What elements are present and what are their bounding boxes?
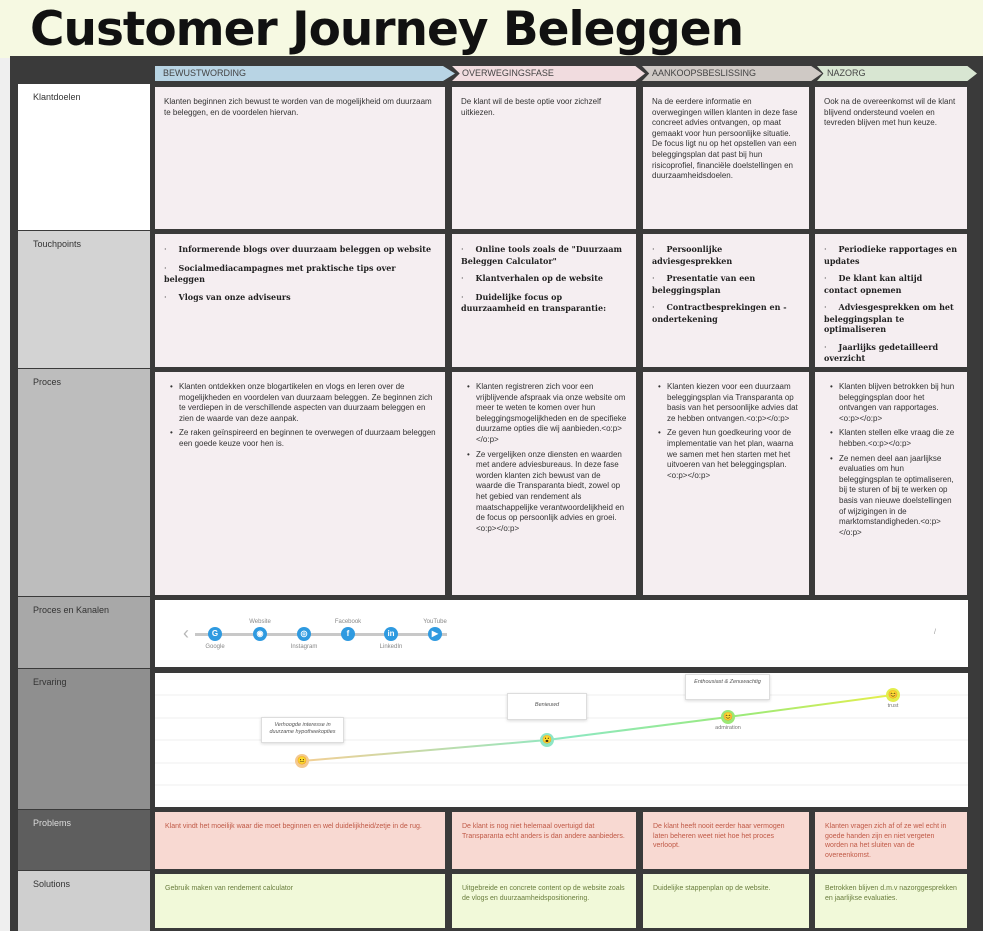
proces-item: Ze vergelijken onze diensten en waarden …: [467, 450, 627, 535]
panel-end-mark: /: [934, 629, 936, 636]
row-label-ervaring: Ervaring: [18, 669, 150, 809]
proces-item: Klanten registreren zich voor een vrijbl…: [467, 382, 627, 446]
experience-line: [301, 694, 894, 762]
linkedin-icon: in: [384, 627, 398, 641]
klantdoel-nazorg: Ook na de overeenkomst wil de klant blij…: [815, 87, 967, 229]
arrow-left-icon: ‹: [183, 623, 189, 643]
proces-bewustwording: Klanten ontdekken onze blogartikelen en …: [155, 372, 445, 595]
touchpoint-item: Duidelijke focus op duurzaamheid en tran…: [461, 292, 627, 314]
google-icon: G: [208, 627, 222, 641]
touchpoint-item: Online tools zoals de "Duurzaam Beleggen…: [461, 244, 627, 266]
phase-bewustwording: BEWUSTWORDING: [155, 66, 455, 81]
neutral-face-icon: 😐: [295, 754, 309, 768]
channel-linkedin[interactable]: in: [384, 627, 398, 641]
touchpoint-item: Presentatie van een beleggingsplan: [652, 273, 800, 295]
row-label-proces: Proces: [18, 369, 150, 596]
youtube-icon: ▶: [428, 627, 442, 641]
phase-aankoopsbeslissing: AANKOOPSBESLISSING: [642, 66, 822, 81]
happy-face-icon: 😊: [886, 688, 900, 702]
page-title: Customer Journey Beleggen: [30, 2, 744, 57]
instagram-icon: ◎: [297, 627, 311, 641]
problem-nazorg: Klanten vragen zich af of ze wel echt in…: [815, 812, 967, 869]
note-verhoogde-interesse: Verhoogde interesse in duurzame hypothee…: [261, 717, 344, 743]
touchpoint-item: Informerende blogs over duurzaam belegge…: [164, 244, 436, 256]
channels-panel: ‹ G ◉ ◎ f in ▶ Website Facebook YouTube …: [155, 600, 968, 667]
channel-label-google: Google: [205, 644, 225, 650]
touchpoint-item: Adviesgesprekken om het beleggingsplan t…: [824, 302, 958, 335]
touchpoints-overweging: Online tools zoals de "Duurzaam Beleggen…: [452, 234, 636, 367]
channel-label-youtube: YouTube: [423, 619, 447, 625]
touchpoint-item: Klantverhalen op de website: [461, 273, 627, 285]
phase-overwegingsfase: OVERWEGINGSFASE: [452, 66, 645, 81]
proces-item: Ze nemen deel aan jaarlijkse evaluaties …: [830, 454, 958, 539]
globe-icon: ◉: [253, 627, 267, 641]
channel-label-instagram: Instagram: [290, 644, 318, 650]
touchpoint-item: Jaarlijks gedetailleerd overzicht: [824, 342, 958, 364]
touchpoint-item: Socialmediacampagnes met praktische tips…: [164, 263, 436, 285]
channel-label-linkedin: LinkedIn: [379, 644, 403, 650]
row-label-problems: Problems: [18, 810, 150, 870]
touchpoints-bewustwording: Informerende blogs over duurzaam belegge…: [155, 234, 445, 367]
row-label-touchpoints: Touchpoints: [18, 231, 150, 368]
channel-youtube[interactable]: ▶: [428, 627, 442, 641]
klantdoel-overweging: De klant wil de beste optie voor zichzel…: [452, 87, 636, 229]
note-benieuwd: Benieuwd: [507, 693, 587, 720]
proces-item: Klanten ontdekken onze blogartikelen en …: [170, 382, 436, 424]
problem-overweging: De klant is nog niet helemaal overtuigd …: [452, 812, 636, 869]
experience-panel: Verhoogde interesse in duurzame hypothee…: [155, 673, 968, 807]
proces-overweging: Klanten registreren zich voor een vrijbl…: [452, 372, 636, 595]
touchpoints-nazorg: Periodieke rapportages en updates De kla…: [815, 234, 967, 367]
klantdoel-aankoop: Na de eerdere informatie en overwegingen…: [643, 87, 809, 229]
emotion-label-admiration: admiration: [715, 725, 741, 731]
channel-label-facebook: Facebook: [334, 619, 362, 625]
channel-line: [195, 633, 447, 636]
channel-website[interactable]: ◉: [253, 627, 267, 641]
touchpoints-aankoop: Persoonlijke adviesgesprekken Presentati…: [643, 234, 809, 367]
row-label-klantdoelen: Klantdoelen: [18, 84, 150, 230]
phase-nazorg: NAZORG: [817, 66, 977, 81]
problem-bewustwording: Klant vindt het moeilijk waar die moet b…: [155, 812, 445, 869]
facebook-icon: f: [341, 627, 355, 641]
solution-overweging: Uitgebreide en concrete content op de we…: [452, 874, 636, 928]
row-label-solutions: Solutions: [18, 871, 150, 931]
touchpoint-item: De klant kan altijd contact opnemen: [824, 273, 958, 295]
proces-aankoop: Klanten kiezen voor een duurzaam beleggi…: [643, 372, 809, 595]
channel-google[interactable]: G: [208, 627, 222, 641]
happy-face-icon: 😊: [721, 710, 735, 724]
problem-aankoop: De klant heeft nooit eerder haar vermoge…: [643, 812, 809, 869]
channel-instagram[interactable]: ◎: [297, 627, 311, 641]
touchpoint-item: Vlogs van onze adviseurs: [164, 292, 436, 304]
solution-bewustwording: Gebruik maken van rendement calculator: [155, 874, 445, 928]
surprised-face-icon: 😮: [540, 733, 554, 747]
channel-label-website: Website: [249, 619, 271, 625]
emotion-label-trust: trust: [887, 703, 899, 709]
touchpoint-item: Periodieke rapportages en updates: [824, 244, 958, 266]
proces-item: Ze geven hun goedkeuring voor de impleme…: [658, 428, 800, 481]
solution-nazorg: Betrokken blijven d.m.v nazorggesprekken…: [815, 874, 967, 928]
channel-facebook[interactable]: f: [341, 627, 355, 641]
solution-aankoop: Duidelijke stappenplan op de website.: [643, 874, 809, 928]
proces-item: Ze raken geïnspireerd en beginnen te ove…: [170, 428, 436, 449]
row-label-kanalen: Proces en Kanalen: [18, 597, 150, 668]
proces-item: Klanten stellen elke vraag die ze hebben…: [830, 428, 958, 449]
touchpoint-item: Contractbesprekingen en -ondertekening: [652, 302, 800, 324]
proces-nazorg: Klanten blijven betrokken bij hun belegg…: [815, 372, 967, 595]
proces-item: Klanten blijven betrokken bij hun belegg…: [830, 382, 958, 424]
proces-item: Klanten kiezen voor een duurzaam beleggi…: [658, 382, 800, 424]
touchpoint-item: Persoonlijke adviesgesprekken: [652, 244, 800, 266]
klantdoel-bewustwording: Klanten beginnen zich bewust te worden v…: [155, 87, 445, 229]
note-enthousiast: Enthousiast & Zenuwachtig: [685, 674, 770, 700]
title-bar: Customer Journey Beleggen: [0, 0, 983, 58]
